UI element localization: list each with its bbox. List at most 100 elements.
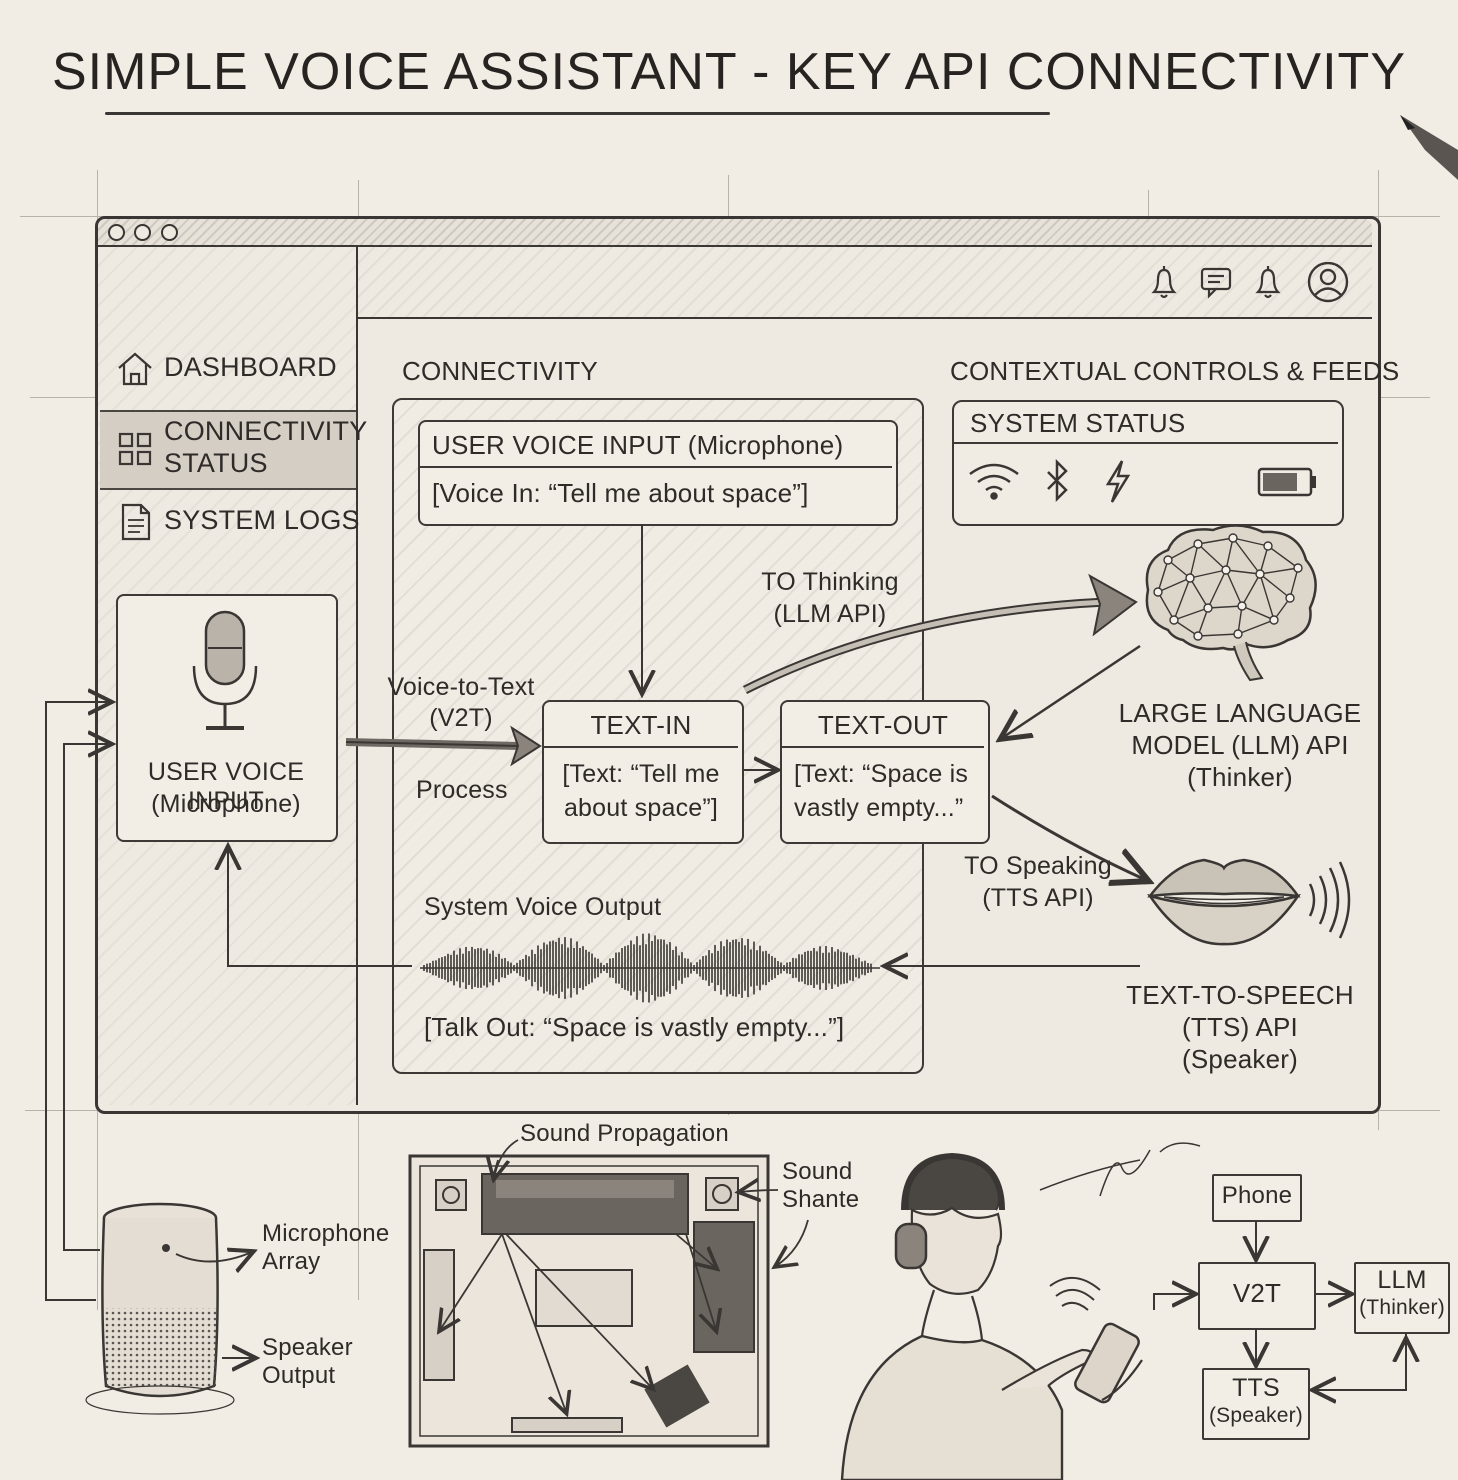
divider: [954, 442, 1338, 444]
phone-node: [1212, 1174, 1302, 1222]
divider: [544, 746, 738, 748]
talk-out-text: [Talk Out: “Space is vastly empty...”]: [424, 1012, 845, 1042]
mic-array-label: Microphone: [262, 1220, 390, 1247]
voice-input-title: USER VOICE INPUT (Microphone): [432, 430, 844, 460]
text-in-line: [Text: “Tell me: [562, 760, 720, 788]
mic-array-label: Array: [262, 1248, 321, 1275]
brain-network-edge: [1173, 577, 1191, 621]
brain-network-node: [1169, 615, 1179, 625]
brain-network-edge: [1225, 537, 1234, 571]
brain-network-edge: [1259, 573, 1291, 599]
phone-node-label: Phone: [1221, 1182, 1293, 1209]
lips-icon: [1147, 858, 1351, 946]
mic-card-subtitle: (Microphone): [151, 790, 301, 818]
brain-network-edge: [1207, 569, 1227, 609]
speaker-output-label: Speaker: [262, 1334, 353, 1361]
sidebar-item-dashboard[interactable]: DASHBOARD: [164, 352, 337, 382]
brain-network-edge: [1225, 569, 1243, 607]
topbar-icons: [1151, 262, 1349, 303]
llm-node-label: LLM: [1377, 1266, 1427, 1294]
wifi-icon: [969, 463, 1019, 500]
brain-network-edge: [1207, 605, 1243, 609]
sidebar-item-label: STATUS: [164, 448, 268, 478]
sidebar-item-system-logs[interactable]: SYSTEM LOGS: [164, 505, 360, 535]
brain-network-node: [1203, 603, 1213, 613]
brain-network-edge: [1289, 567, 1299, 599]
brain-network-node: [1185, 573, 1195, 583]
sound-label: Sound: [782, 1158, 853, 1185]
home-icon: [118, 352, 152, 386]
brain-network-node: [1228, 533, 1238, 543]
brain-network-edge: [1189, 577, 1209, 609]
brain-network-edge: [1197, 633, 1239, 637]
brain-network-node: [1193, 539, 1203, 549]
window-close-button[interactable]: [108, 224, 125, 241]
document-icon: [121, 503, 151, 541]
to-speaking-label: (TTS API): [982, 884, 1094, 912]
text-out-title: TEXT-OUT: [817, 710, 949, 740]
v2t-node-label: V2T: [1232, 1278, 1282, 1308]
sidebar-item-connectivity-status[interactable]: [100, 410, 356, 490]
system-status-panel: [952, 400, 1344, 526]
brain-network-edge: [1259, 567, 1299, 575]
window-minimize-button[interactable]: [134, 224, 151, 241]
tts-node-label: TTS: [1232, 1374, 1280, 1402]
waveform-graphic: [420, 933, 880, 1003]
brain-network-node: [1255, 569, 1265, 579]
tts-label: (Speaker): [1182, 1044, 1298, 1074]
status-icons: [969, 458, 1316, 503]
system-voice-output-label: System Voice Output: [424, 893, 662, 921]
brain-network-edge: [1241, 605, 1275, 621]
user-avatar-icon[interactable]: [1307, 262, 1349, 303]
page-title: SIMPLE VOICE ASSISTANT - KEY API CONNECT…: [51, 43, 1406, 101]
brain-network-edge: [1157, 577, 1191, 593]
brain-network-node: [1163, 555, 1173, 565]
chat-icon[interactable]: [1200, 267, 1232, 299]
brain-network-edge: [1237, 605, 1243, 635]
speaker-output-label: Output: [262, 1362, 336, 1389]
microphone-icon: [192, 610, 258, 730]
brain-network-edge: [1232, 537, 1269, 547]
brain-network-edge: [1197, 543, 1227, 571]
bell-icon[interactable]: [1151, 266, 1177, 299]
brain-icon: [1145, 524, 1317, 682]
text-in-line: about space”]: [563, 794, 719, 822]
bluetooth-icon: [1047, 458, 1068, 503]
brain-network-node: [1285, 593, 1295, 603]
llm-label: MODEL (LLM) API: [1131, 730, 1349, 760]
brain-network-node: [1269, 615, 1279, 625]
window-maximize-button[interactable]: [161, 224, 178, 241]
brain-network-edge: [1197, 537, 1234, 545]
brain-network-edge: [1157, 559, 1169, 593]
brain-network-edge: [1259, 545, 1269, 575]
voice-input-box: [418, 420, 898, 526]
brain-network-edge: [1237, 619, 1275, 635]
text-in-box: [542, 700, 744, 844]
tts-label: TEXT-TO-SPEECH: [1126, 980, 1354, 1010]
v2t-label: (V2T): [429, 704, 493, 732]
divider: [782, 746, 984, 748]
bolt-icon: [1105, 460, 1131, 503]
voice-input-value: [Voice In: “Tell me about space”]: [432, 478, 809, 508]
brain-network-edge: [1167, 559, 1191, 579]
llm-label: (Thinker): [1187, 762, 1293, 792]
brain-network-node: [1221, 565, 1231, 575]
contextual-heading: CONTEXTUAL CONTROLS & FEEDS: [950, 356, 1400, 386]
bell-icon[interactable]: [1255, 266, 1281, 299]
to-thinking-label: TO Thinking: [761, 568, 899, 596]
to-speaking-label: TO Speaking: [964, 852, 1112, 880]
brain-network-edge: [1173, 619, 1199, 637]
brain-network-node: [1233, 629, 1243, 639]
text-out-line: vastly empty...”: [794, 794, 964, 822]
brain-network-edge: [1225, 569, 1261, 575]
llm-label: LARGE LANGUAGE: [1118, 698, 1362, 728]
process-label: Process: [416, 776, 508, 804]
brain-network-node: [1293, 563, 1303, 573]
brain-network-edge: [1232, 537, 1261, 575]
connectivity-heading: CONNECTIVITY: [402, 356, 598, 386]
smart-speaker-icon: [85, 1202, 235, 1415]
llm-node-label: (Thinker): [1359, 1296, 1445, 1319]
to-thinking-label: (LLM API): [773, 600, 887, 628]
person-with-headphones-illustration: [840, 1152, 1143, 1480]
llm-node: [1354, 1262, 1450, 1334]
